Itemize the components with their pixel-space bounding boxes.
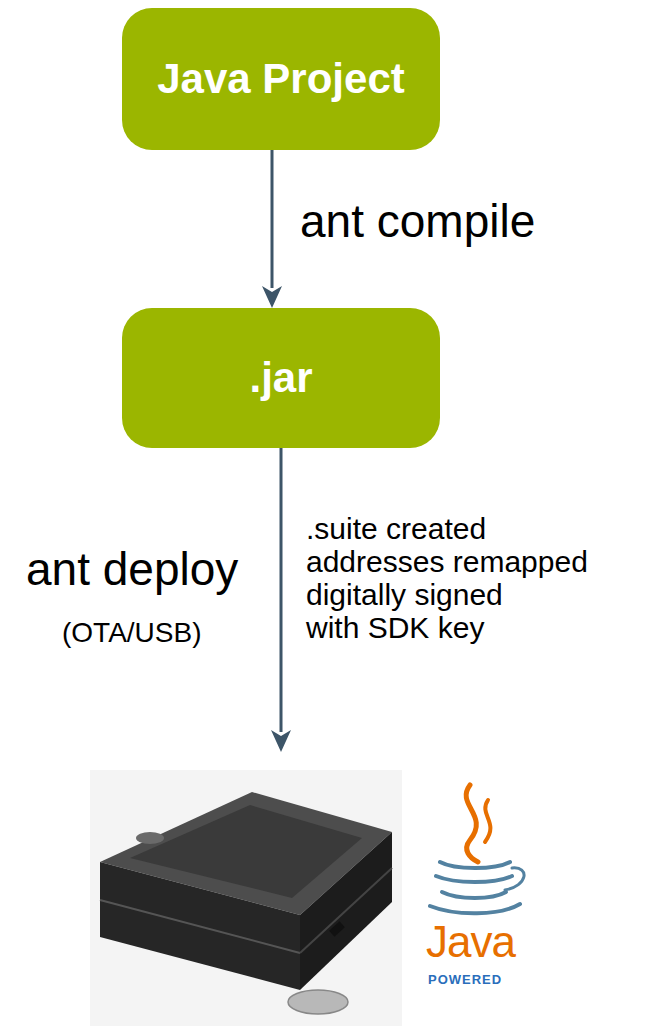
step-note: addresses remapped [306, 545, 588, 578]
box-title: Java Project [157, 55, 405, 103]
step-note: (OTA/USB) [62, 618, 201, 649]
device-seam [100, 900, 300, 953]
edge-label: ant deploy [26, 544, 238, 595]
step-note: .suite created [306, 512, 486, 545]
logo-tagline: POWERED [428, 972, 502, 987]
coin [288, 990, 348, 1014]
box-title: .jar [249, 354, 312, 402]
flow-arrow [262, 150, 282, 308]
device-seam [300, 868, 392, 953]
sun-logo [136, 832, 164, 844]
device-target: JavaPOWERED [88, 752, 528, 1024]
photo-ground [90, 770, 402, 1026]
process-box: Java Project [122, 8, 440, 150]
usb-port [329, 921, 345, 936]
artifact-box: .jar [122, 308, 440, 448]
step-note: digitally signed [306, 578, 503, 611]
device-side [300, 832, 392, 990]
step-note: with SDK key [306, 611, 484, 644]
java-logo [430, 785, 524, 913]
device-front [100, 862, 300, 990]
logo-word: Java [426, 920, 515, 964]
flow-arrow [271, 448, 291, 752]
edge-label: ant compile [300, 196, 535, 247]
